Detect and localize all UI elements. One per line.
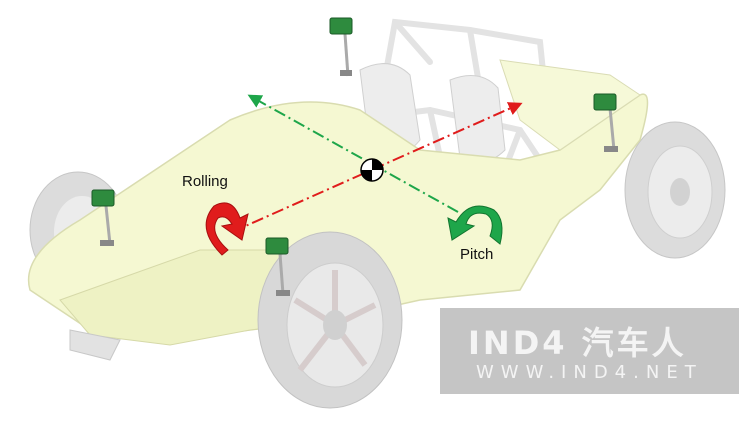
pitch-axis-line	[247, 94, 459, 213]
sensor-rear-right	[593, 93, 618, 152]
sensor-front-right	[265, 237, 290, 296]
rear-right-wheel	[624, 121, 726, 259]
pitch-label: Pitch	[460, 246, 494, 263]
sensor-top-rear	[329, 17, 353, 77]
pitch-rotation-arrow	[447, 205, 503, 245]
watermark-logo: IND4 汽车人	[468, 324, 687, 362]
center-of-gravity-icon	[360, 158, 384, 182]
sensor-front-left	[91, 189, 115, 246]
watermark: IND4 汽车人 WWW.IND4.NET	[440, 308, 739, 394]
watermark-url: WWW.IND4.NET	[476, 362, 703, 383]
front-right-wheel	[257, 231, 403, 409]
rolling-rotation-arrow	[205, 202, 249, 256]
rolling-label: Rolling	[182, 173, 228, 190]
